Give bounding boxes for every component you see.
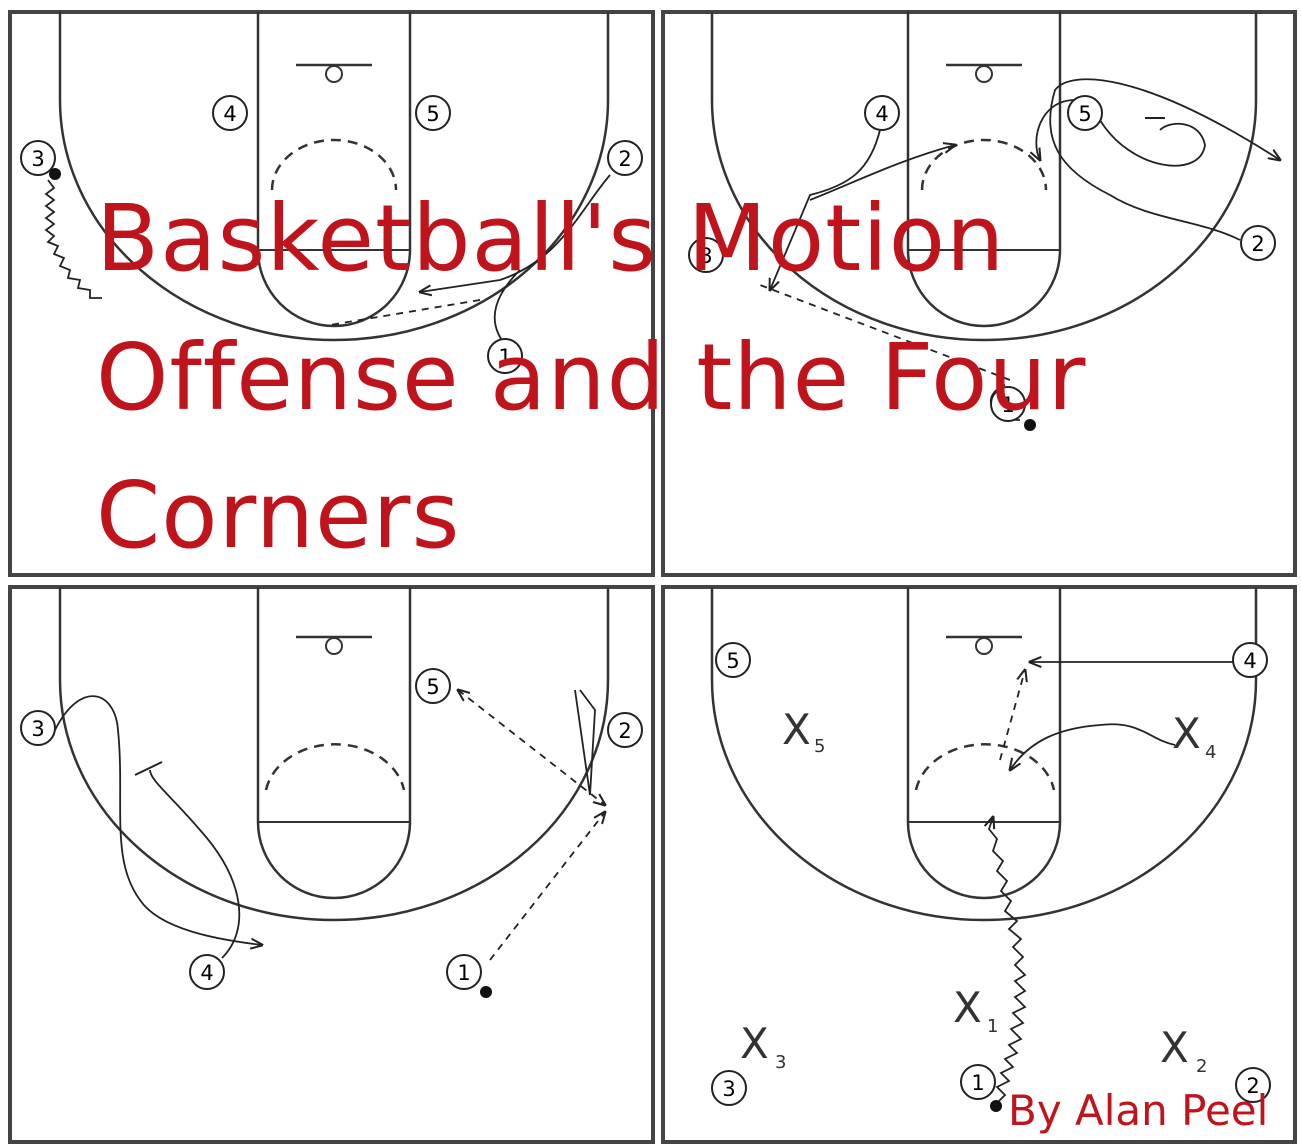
offense-player-4: 4 [1232, 642, 1268, 678]
cover-title-line-3: Corners [96, 462, 461, 569]
svg-text:2: 2 [1251, 232, 1264, 256]
offense-player-5: 5 [415, 668, 451, 704]
defender-x5: X 5 [782, 705, 825, 757]
svg-text:3: 3 [699, 244, 712, 268]
svg-text:5: 5 [726, 649, 739, 673]
svg-text:2: 2 [1196, 1056, 1207, 1077]
ball-icon [480, 986, 492, 998]
play-diagram-3: 5 3 2 4 1 [8, 585, 655, 1144]
svg-text:X: X [953, 983, 982, 1032]
defender-x3: X 3 [740, 1019, 786, 1073]
cover-title-line-1: Basketball's Motion [96, 185, 1006, 292]
offense-player-2: 2 [1235, 1067, 1271, 1103]
offense-player-1: 1 [487, 338, 523, 374]
svg-text:2: 2 [1246, 1074, 1259, 1098]
svg-text:1: 1 [1001, 393, 1014, 417]
offense-player-5: 5 [415, 95, 451, 131]
svg-text:5: 5 [1078, 102, 1091, 126]
offense-player-1: 1 [960, 1064, 996, 1100]
svg-text:2: 2 [618, 719, 631, 743]
offense-player-2: 2 [607, 140, 643, 176]
offense-player-5: 5 [1067, 95, 1103, 131]
offense-player-3: 3 [20, 710, 56, 746]
ball-icon [1024, 419, 1036, 431]
svg-text:X: X [1160, 1023, 1189, 1072]
ball-icon [990, 1100, 1002, 1112]
free-throw-lane [906, 587, 1062, 900]
svg-text:3: 3 [775, 1052, 786, 1073]
free-throw-lane [906, 12, 1062, 328]
svg-text:1: 1 [498, 345, 511, 369]
offense-player-2: 2 [1240, 225, 1276, 261]
svg-text:2: 2 [618, 147, 631, 171]
offense-player-1: 1 [446, 954, 482, 990]
svg-text:4: 4 [200, 961, 213, 985]
svg-text:X: X [782, 705, 811, 754]
svg-text:3: 3 [722, 1077, 735, 1101]
offense-player-3: 3 [688, 237, 724, 273]
basket-icon [325, 65, 343, 83]
svg-text:1: 1 [457, 961, 470, 985]
defender-x1: X 1 [953, 983, 998, 1037]
svg-text:X: X [740, 1019, 769, 1068]
offense-player-1: 1 [990, 386, 1026, 422]
svg-text:X: X [1172, 709, 1201, 758]
play-diagram-4: 5 4 3 1 2 X 5 X 4 X 1 [661, 585, 1297, 1144]
svg-text:5: 5 [426, 675, 439, 699]
basket-icon [325, 637, 343, 655]
offense-player-3: 3 [711, 1070, 747, 1106]
offense-player-4: 4 [212, 95, 248, 131]
cover-title-line-2: Offense and the Four [96, 324, 1087, 431]
offense-player-5: 5 [715, 642, 751, 678]
three-point-arc [710, 587, 1258, 922]
svg-text:3: 3 [31, 717, 44, 741]
offense-player-4: 4 [864, 95, 900, 131]
offense-player-4: 4 [189, 954, 225, 990]
free-throw-lane [256, 12, 412, 328]
author-byline: By Alan Peel [1008, 1086, 1269, 1135]
offense-player-2: 2 [607, 712, 643, 748]
basket-icon [975, 637, 993, 655]
three-point-arc [58, 12, 610, 342]
free-throw-lane [256, 587, 412, 900]
defender-x4: X 4 [1172, 709, 1216, 763]
svg-text:3: 3 [31, 147, 44, 171]
svg-text:4: 4 [1243, 649, 1256, 673]
three-point-arc [710, 12, 1258, 342]
defender-x2: X 2 [1160, 1023, 1207, 1077]
ball-icon [49, 168, 61, 180]
svg-text:4: 4 [223, 102, 236, 126]
svg-text:5: 5 [426, 102, 439, 126]
svg-text:4: 4 [1205, 742, 1216, 763]
svg-text:1: 1 [971, 1071, 984, 1095]
basket-icon [975, 65, 993, 83]
svg-text:4: 4 [875, 102, 888, 126]
svg-text:1: 1 [987, 1016, 998, 1037]
offense-player-3: 3 [20, 140, 56, 176]
play-diagram-2: 4 5 2 3 1 [661, 10, 1297, 577]
play-diagram-1: 4 5 3 2 1 [8, 10, 655, 577]
svg-text:5: 5 [814, 736, 825, 757]
